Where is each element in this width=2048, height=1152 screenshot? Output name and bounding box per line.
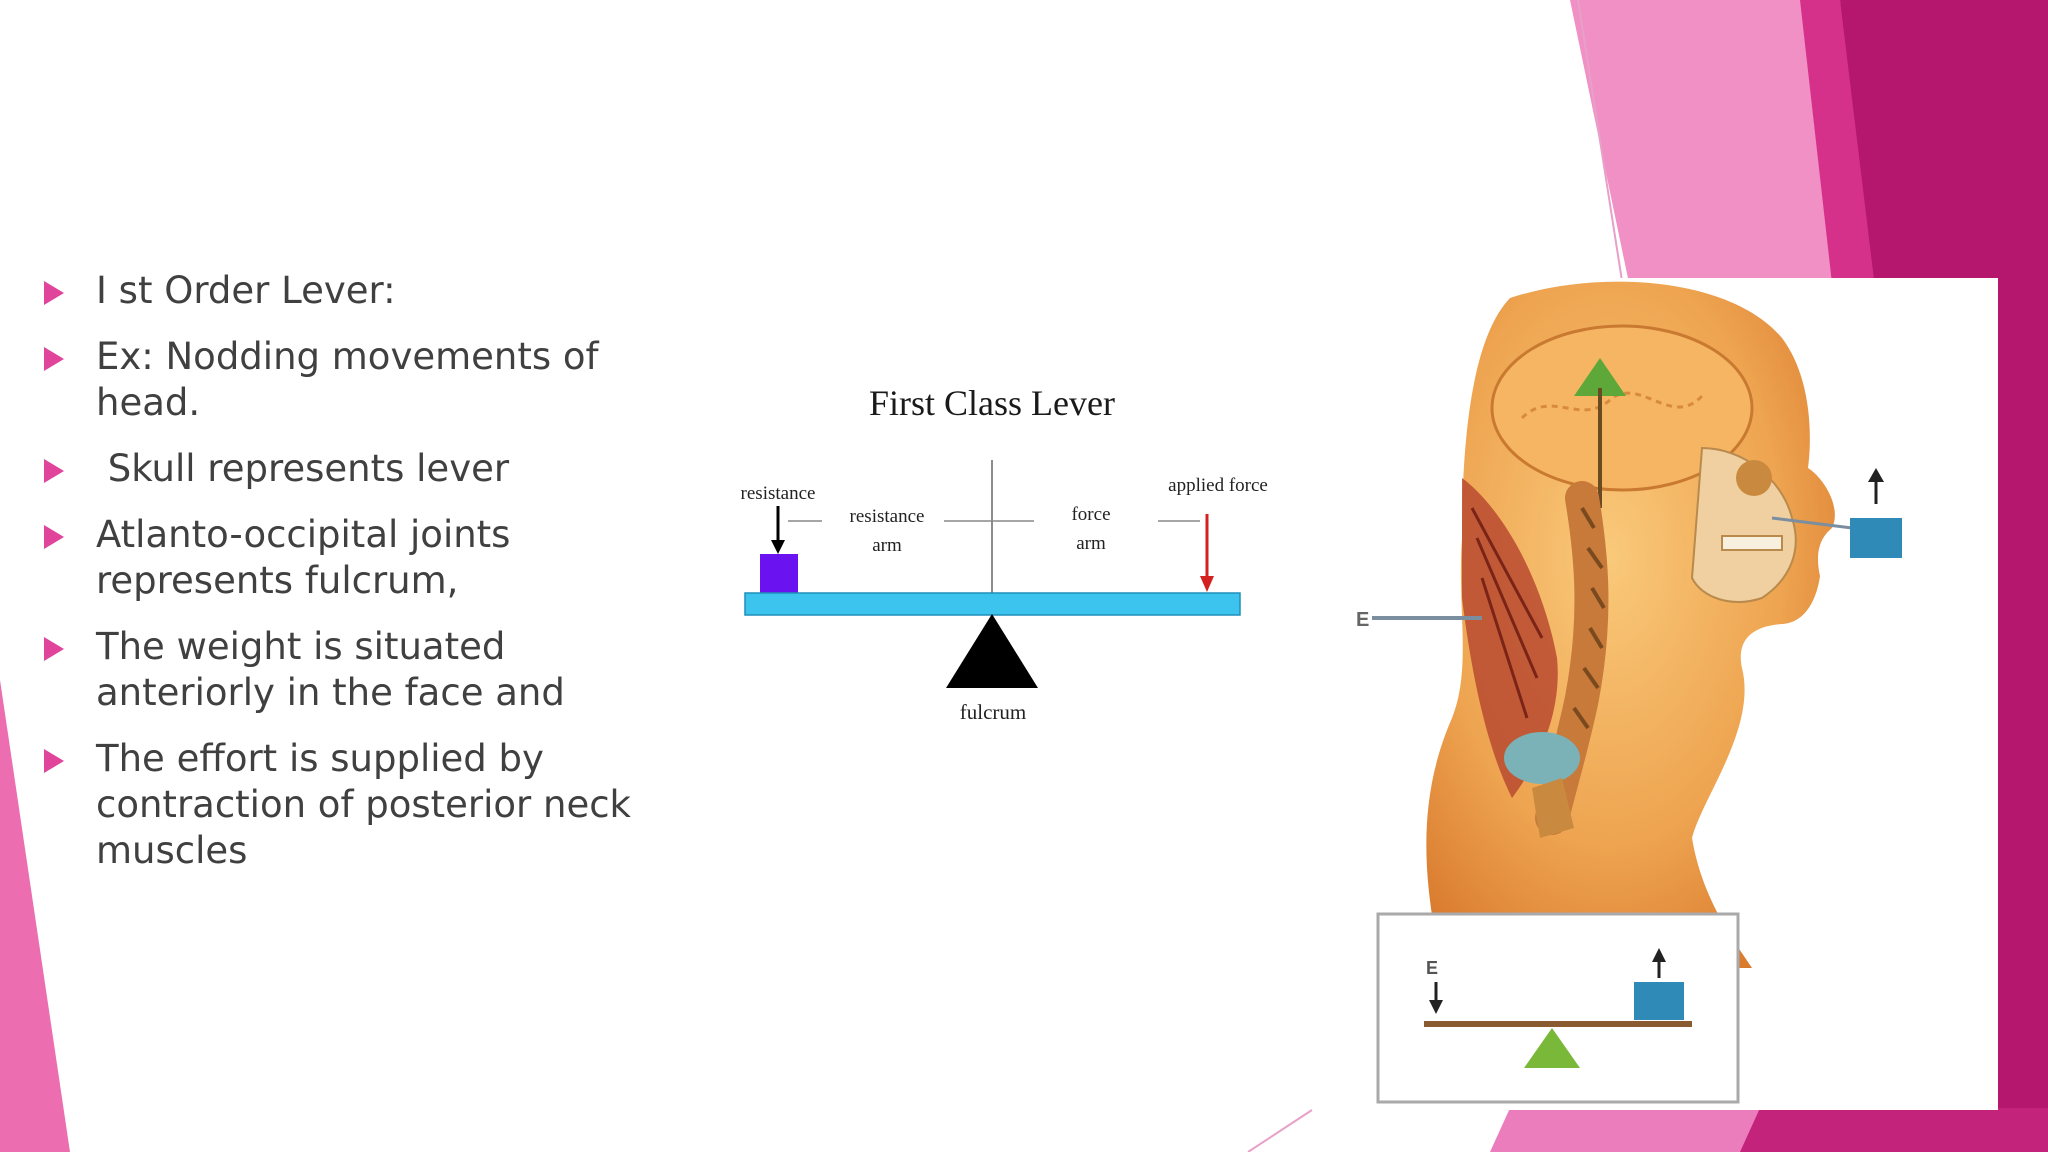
bottom-left-pink-shape (0, 680, 70, 1152)
up-arrow-icon (1652, 948, 1666, 962)
bullet-item: Ex: Nodding movements of head. (40, 334, 640, 426)
down-arrow-icon (771, 540, 785, 554)
arm-bone (1532, 778, 1574, 838)
up-arrow-icon (1868, 468, 1884, 482)
bullet-list: I st Order Lever: Ex: Nodding movements … (40, 268, 640, 894)
bullet-arrow-icon (44, 749, 64, 773)
eye-socket (1736, 460, 1772, 496)
down-arrow-icon (1200, 576, 1214, 592)
resistance-block (760, 554, 798, 594)
top-right-thin-line (1577, 0, 1626, 301)
bullet-item: I st Order Lever: (40, 268, 640, 314)
bullet-text: Atlanto-occipital joints represents fulc… (96, 513, 511, 602)
teeth (1721, 535, 1783, 551)
bullet-item: Skull represents lever (40, 446, 640, 492)
bottom-right-magenta-shape (1740, 1108, 2048, 1152)
lever-title: First Class Lever (869, 383, 1115, 423)
bullet-arrow-icon (44, 347, 64, 371)
resistance-arm-label-line-2: arm (872, 535, 902, 556)
inset-weight-block (1634, 982, 1684, 1020)
lever-beam (744, 592, 1241, 616)
effort-label: E (1356, 609, 1369, 631)
head-neck-lever-illustration: E E (1312, 278, 1998, 1110)
bullet-arrow-icon (44, 459, 64, 483)
inset-effort-label: E (1426, 958, 1438, 978)
force-arm-label-line-2: arm (1076, 533, 1106, 554)
down-arrow-icon (1429, 1000, 1443, 1014)
spine-vertebrae (1572, 506, 1606, 730)
bullet-text: The effort is supplied by contraction of… (96, 737, 631, 872)
bullet-arrow-icon (44, 637, 64, 661)
bullet-item: Atlanto-occipital joints represents fulc… (40, 512, 640, 604)
force-arm-label-line-1: force (1071, 504, 1110, 525)
bullet-arrow-icon (44, 525, 64, 549)
muscle-fibres (1470, 507, 1544, 719)
bullet-text: Ex: Nodding movements of head. (96, 335, 599, 424)
lever-diagram: First Class Lever resistance resistance … (741, 383, 1268, 724)
brain-region (1490, 324, 1754, 492)
bullet-text: I st Order Lever: (96, 269, 396, 312)
weight-block (1850, 518, 1902, 558)
bottom-thin-line (1247, 1109, 1313, 1152)
weight-link (1771, 516, 1853, 530)
bullet-text: The weight is situated anteriorly in the… (96, 625, 565, 714)
fulcrum-marker-icon (1574, 358, 1626, 396)
applied-force-label: applied force (1168, 475, 1268, 496)
bullet-text: Skull represents lever (96, 447, 510, 490)
inset-fulcrum-icon (1524, 1028, 1580, 1068)
resistance-arm-label-line-1: resistance (850, 506, 925, 527)
shoulder-joint (1504, 732, 1580, 784)
bullet-item: The effort is supplied by contraction of… (40, 736, 640, 874)
anatomy-drawing: E E (1356, 278, 1998, 1110)
fulcrum-label: fulcrum (960, 700, 1026, 724)
resistance-label: resistance (741, 483, 816, 504)
fulcrum-triangle-icon (946, 614, 1038, 688)
bullet-arrow-icon (44, 281, 64, 305)
bullet-item: The weight is situated anteriorly in the… (40, 624, 640, 716)
